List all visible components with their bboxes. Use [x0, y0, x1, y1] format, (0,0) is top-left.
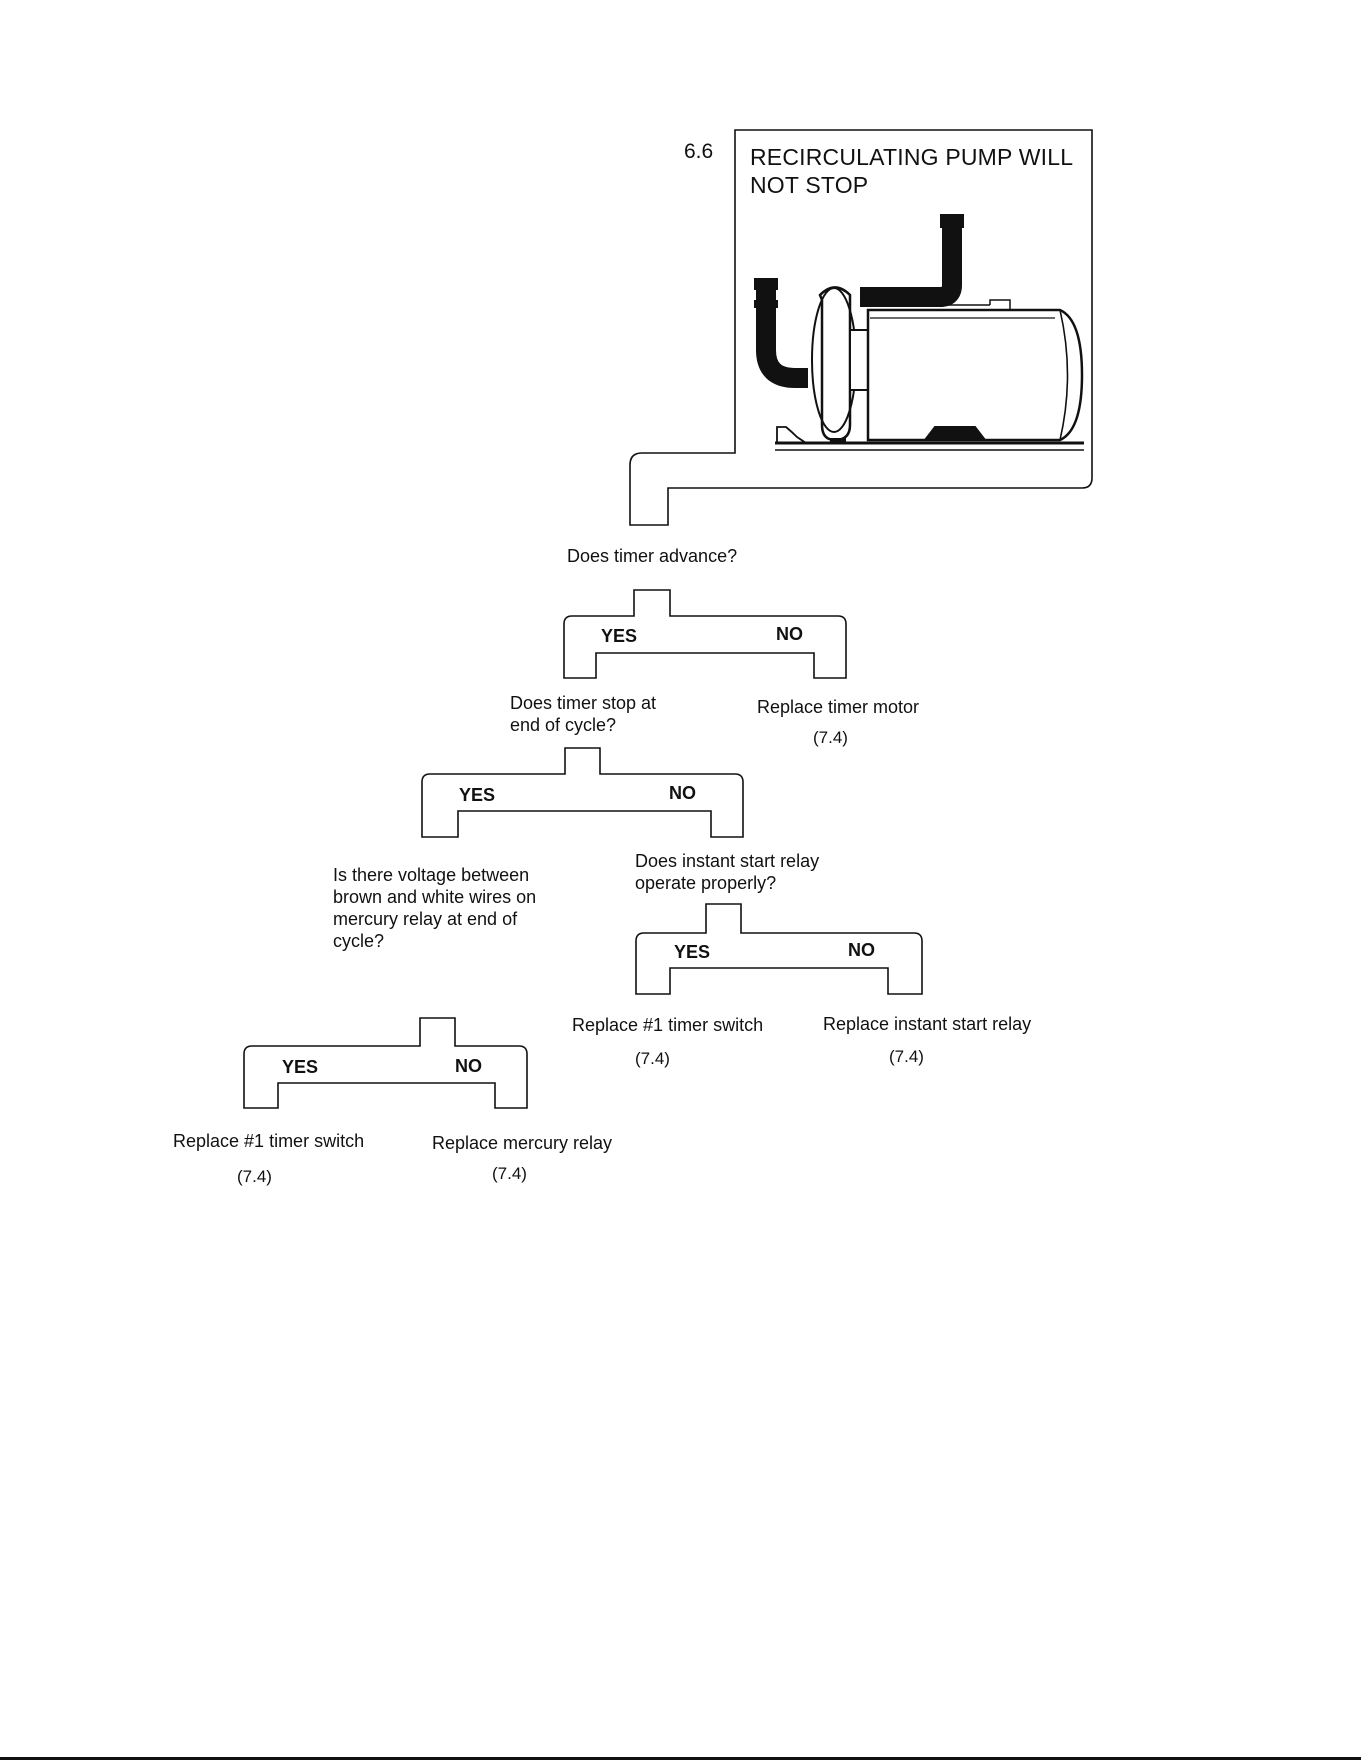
header-title-line1: RECIRCULATING PUMP WILL: [750, 144, 1074, 170]
question-instant-start-relay-line2: operate properly?: [635, 873, 777, 893]
action-replace-instant-start-relay: Replace instant start relay: [823, 1014, 1032, 1034]
question-voltage-line4: cycle?: [333, 931, 385, 951]
question-timer-advance: Does timer advance?: [567, 546, 738, 566]
branch2-yes-label: YES: [459, 785, 496, 805]
branch-brace-3: [635, 903, 923, 995]
branch4-yes-label: YES: [282, 1057, 319, 1077]
action-replace-mercury-relay: Replace mercury relay: [432, 1133, 613, 1153]
question-voltage-line3: mercury relay at end of: [333, 909, 518, 929]
question-voltage-line2: brown and white wires on: [333, 887, 537, 907]
action-replace-timer-motor-ref: (7.4): [813, 728, 848, 747]
question-timer-stop-line2: end of cycle?: [510, 715, 617, 735]
branch4-no-label: NO: [455, 1056, 482, 1076]
section-number: 6.6: [684, 140, 714, 163]
header-title-line2: NOT STOP: [750, 172, 869, 198]
question-timer-stop-line1: Does timer stop at: [510, 693, 657, 713]
branch-brace-4: [243, 1017, 528, 1109]
action-replace-timer-switch-b: Replace #1 timer switch: [173, 1131, 365, 1151]
question-instant-start-relay-line1: Does instant start relay: [635, 851, 820, 871]
branch3-no-label: NO: [848, 940, 875, 960]
question-voltage-line1: Is there voltage between: [333, 865, 530, 885]
action-replace-timer-switch-b-ref: (7.4): [237, 1167, 272, 1186]
action-replace-timer-switch-a-ref: (7.4): [635, 1049, 670, 1068]
branch2-no-label: NO: [669, 783, 696, 803]
page-bottom-rule: [0, 1757, 1361, 1760]
header-box: [629, 129, 1093, 526]
pump-illustration: [754, 214, 1084, 451]
branch-brace-2: [421, 747, 744, 838]
branch3-yes-label: YES: [674, 942, 711, 962]
action-replace-instant-start-relay-ref: (7.4): [889, 1047, 924, 1066]
branch1-no-label: NO: [776, 624, 803, 644]
action-replace-timer-motor: Replace timer motor: [757, 697, 920, 717]
branch-brace-1: [563, 589, 847, 679]
branch1-yes-label: YES: [601, 626, 638, 646]
action-replace-mercury-relay-ref: (7.4): [492, 1164, 527, 1183]
action-replace-timer-switch-a: Replace #1 timer switch: [572, 1015, 764, 1035]
